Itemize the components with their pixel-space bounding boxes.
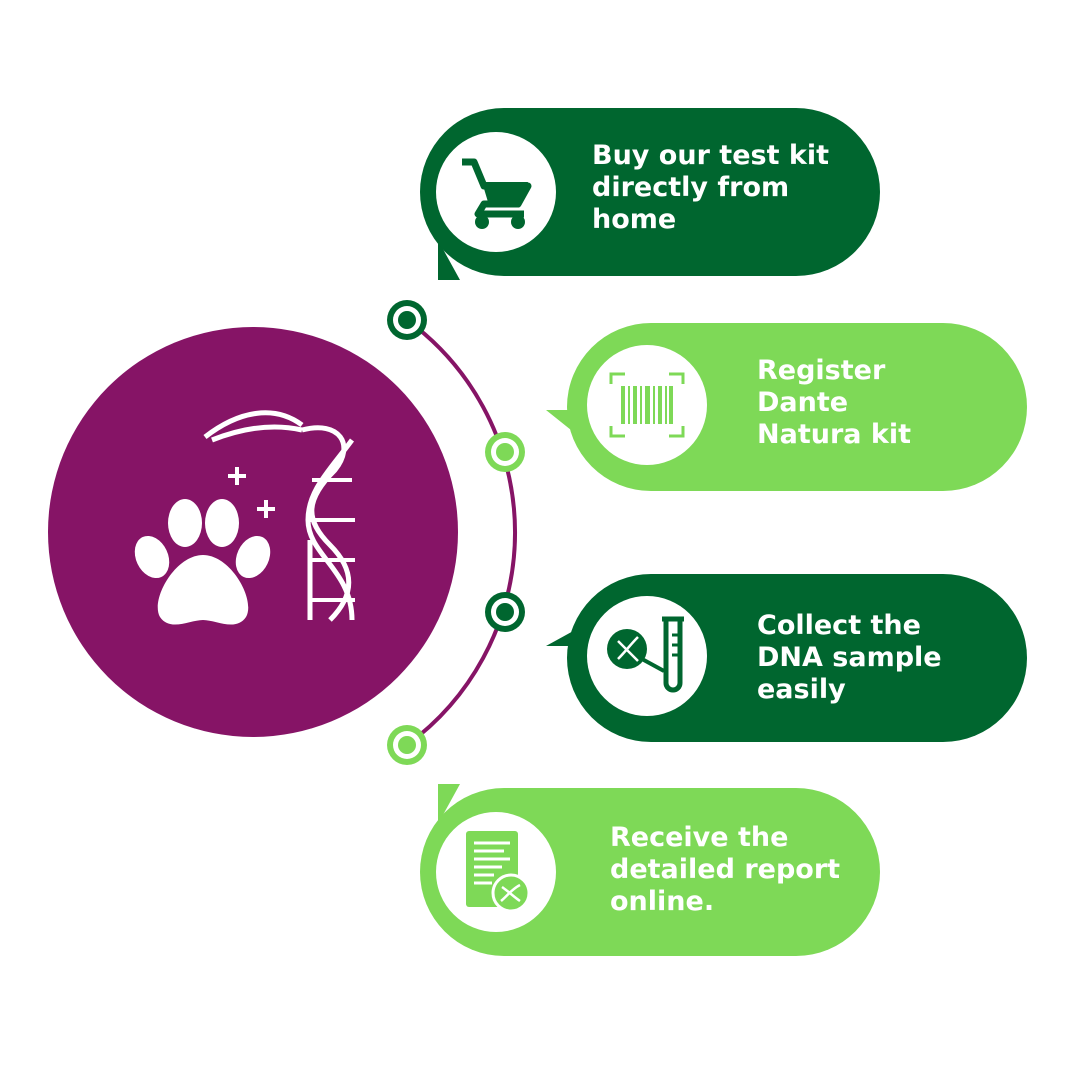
step-bubble-3: Collect the DNA sample easily: [567, 574, 1027, 742]
barcode-icon: [587, 345, 707, 465]
timeline-dot-4: [387, 725, 427, 765]
step-bubble-4: Receive the detailed report online.: [420, 788, 880, 956]
shopping-cart-icon: [436, 132, 556, 252]
step-text-1: Buy our test kit directly from home: [592, 140, 830, 235]
dna-test-tube-icon: [587, 596, 707, 716]
timeline-dot-2: [485, 432, 525, 472]
paw-dna-icon: [134, 410, 355, 625]
timeline-arc: [405, 318, 517, 747]
timeline-dot-3: [485, 592, 525, 632]
step-text-2: Register Dante Natura kit: [757, 355, 911, 450]
step-text-4: Receive the detailed report online.: [610, 822, 841, 917]
step-text-3: Collect the DNA sample easily: [757, 610, 942, 705]
central-purple-circle: [48, 327, 458, 737]
report-document-icon: [436, 812, 556, 932]
step-bubble-2: Register Dante Natura kit: [567, 323, 1027, 491]
step-bubble-1: Buy our test kit directly from home: [420, 108, 880, 276]
timeline-dot-1: [387, 300, 427, 340]
